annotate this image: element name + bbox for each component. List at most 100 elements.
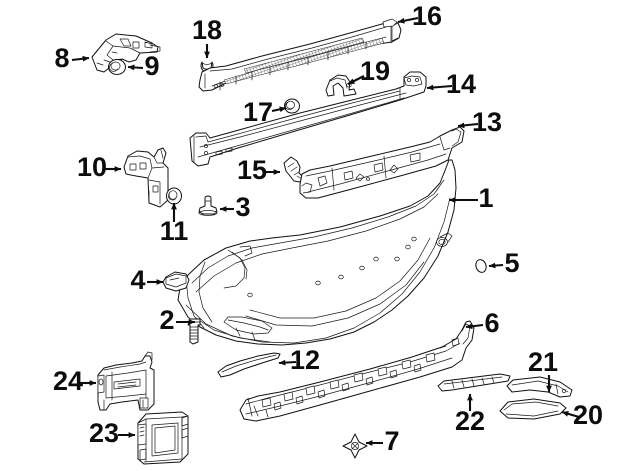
- callout-hitbox-6[interactable]: [474, 310, 510, 340]
- callout-hitbox-2[interactable]: [149, 307, 185, 337]
- callout-number-24[interactable]: 24: [53, 366, 83, 396]
- callout-number-22[interactable]: 22: [455, 406, 485, 436]
- part-21-bracket-mount-right[interactable]: [506, 376, 573, 398]
- callout-hitbox-7[interactable]: [374, 428, 410, 458]
- callout-number-17[interactable]: 17: [243, 97, 273, 127]
- callout-number-8[interactable]: 8: [54, 43, 69, 73]
- callout-hitbox-23[interactable]: [86, 420, 122, 450]
- part-10-side-bracket-lower-left[interactable]: [123, 147, 169, 208]
- callout-hitbox-13[interactable]: [469, 109, 505, 139]
- callout-hitbox-11[interactable]: [156, 218, 192, 248]
- callout-hitbox-17[interactable]: [240, 99, 276, 129]
- part-5-grommet-cap[interactable]: [474, 258, 488, 273]
- callout-bracket-mount-right[interactable]: 21: [525, 347, 561, 393]
- callout-retainer-strip[interactable]: 22: [452, 393, 488, 438]
- leader-line-14: [426, 84, 453, 91]
- callout-number-7[interactable]: 7: [384, 426, 399, 456]
- part-19-clip-bracket-strap[interactable]: [325, 74, 357, 97]
- part-4-bracket-clip-left[interactable]: [162, 271, 190, 292]
- callout-bolt-lower[interactable]: 2: [149, 305, 196, 337]
- callout-number-14[interactable]: 14: [446, 69, 476, 99]
- leader-line-20: [561, 410, 580, 419]
- callout-hitbox-12[interactable]: [287, 347, 323, 377]
- part-13-impact-absorber-lower[interactable]: [299, 126, 465, 199]
- callout-hitbox-10[interactable]: [74, 154, 110, 184]
- callout-number-2[interactable]: 2: [159, 305, 174, 335]
- callout-number-13[interactable]: 13: [472, 107, 502, 137]
- callout-hitbox-19[interactable]: [357, 58, 393, 88]
- callout-hitbox-16[interactable]: [409, 3, 445, 33]
- callout-star-clip[interactable]: 7: [365, 426, 410, 458]
- part-22-retainer-strip[interactable]: [437, 373, 511, 392]
- callout-control-module[interactable]: 23: [86, 418, 136, 450]
- callout-hitbox-1[interactable]: [468, 185, 504, 215]
- callout-number-5[interactable]: 5: [504, 248, 519, 278]
- callout-number-4[interactable]: 4: [130, 265, 145, 295]
- callout-nut-retainer-upper[interactable]: 9: [127, 51, 170, 83]
- callout-hitbox-24[interactable]: [50, 368, 86, 398]
- leader-line-17: [271, 106, 287, 113]
- part-8-side-bracket-upper-left[interactable]: [91, 33, 161, 73]
- callout-number-10[interactable]: 10: [77, 152, 107, 182]
- leader-line-12: [278, 359, 297, 366]
- callout-hitbox-21[interactable]: [525, 349, 561, 379]
- callout-number-11[interactable]: 11: [160, 216, 189, 246]
- part-23-control-module[interactable]: [137, 411, 189, 465]
- callout-trim-molding-small[interactable]: 12: [278, 345, 323, 377]
- callout-bracket-clip-left[interactable]: 4: [120, 265, 164, 297]
- part-7-star-clip[interactable]: [342, 433, 368, 459]
- callout-hitbox-22[interactable]: [452, 408, 488, 438]
- callout-number-6[interactable]: 6: [484, 308, 499, 338]
- callout-nut-retainer-lower[interactable]: 11: [156, 202, 192, 248]
- callout-number-16[interactable]: 16: [412, 1, 442, 31]
- callout-hitbox-14[interactable]: [443, 71, 479, 101]
- callout-number-21[interactable]: 21: [528, 347, 558, 377]
- callout-sensor-shim-plate[interactable]: 20: [561, 400, 606, 432]
- callout-side-bracket-lower-left[interactable]: 10: [74, 152, 122, 184]
- callout-hitbox-9[interactable]: [134, 53, 170, 83]
- callout-hitbox-5[interactable]: [494, 250, 530, 280]
- callout-number-23[interactable]: 23: [89, 418, 119, 448]
- part-17-nut-retainer-beam[interactable]: [284, 98, 300, 114]
- callout-module-mount-bracket[interactable]: 24: [50, 366, 97, 398]
- part-16-upper-absorber[interactable]: [198, 18, 402, 92]
- callout-number-1[interactable]: 1: [478, 183, 493, 213]
- callout-hitbox-20[interactable]: [570, 402, 606, 432]
- part-14-reinforcement-beam[interactable]: [189, 71, 427, 167]
- callout-side-bracket-upper-left[interactable]: 8: [44, 43, 90, 75]
- callout-number-9[interactable]: 9: [144, 51, 159, 81]
- callout-push-pin-retainer[interactable]: 3: [219, 192, 261, 224]
- part-24-module-mount-bracket[interactable]: [97, 351, 155, 411]
- part-9-nut-retainer-upper[interactable]: [108, 59, 126, 75]
- callout-reinforcement-beam[interactable]: 14: [426, 69, 479, 101]
- callout-number-3[interactable]: 3: [235, 192, 250, 222]
- part-1-bumper-cover[interactable]: [177, 159, 457, 346]
- leader-line-19: [347, 75, 365, 85]
- callout-number-19[interactable]: 19: [360, 56, 390, 86]
- part-15-flange-bolt[interactable]: [283, 156, 304, 183]
- callout-hitbox-3[interactable]: [225, 194, 261, 224]
- callout-hitbox-4[interactable]: [120, 267, 156, 297]
- callout-clip-bracket-strap[interactable]: 19: [347, 56, 393, 88]
- callout-hitbox-8[interactable]: [44, 45, 80, 75]
- callout-hitbox-15[interactable]: [234, 157, 270, 187]
- part-3-push-pin-retainer[interactable]: [198, 195, 218, 216]
- callout-number-15[interactable]: 15: [237, 155, 267, 185]
- callout-grommet-cap[interactable]: 5: [488, 248, 530, 280]
- callout-grommet-upper[interactable]: 18: [189, 15, 225, 59]
- callout-bumper-cover[interactable]: 1: [448, 183, 504, 215]
- callout-flange-bolt[interactable]: 15: [234, 155, 281, 187]
- callout-number-12[interactable]: 12: [290, 345, 320, 375]
- callout-number-20[interactable]: 20: [573, 400, 603, 430]
- callout-lower-valance[interactable]: 6: [465, 308, 510, 340]
- callout-number-18[interactable]: 18: [192, 15, 222, 45]
- part-12-trim-molding-small[interactable]: [217, 352, 281, 378]
- callout-upper-absorber[interactable]: 16: [397, 1, 445, 33]
- callout-impact-absorber-lower[interactable]: 13: [457, 107, 505, 139]
- part-6-lower-valance[interactable]: [239, 320, 475, 422]
- callout-nut-retainer-beam[interactable]: 17: [240, 97, 287, 129]
- part-11-nut-retainer-lower[interactable]: [166, 187, 182, 205]
- callout-hitbox-18[interactable]: [189, 17, 225, 47]
- part-20-sensor-shim-plate[interactable]: [499, 398, 567, 420]
